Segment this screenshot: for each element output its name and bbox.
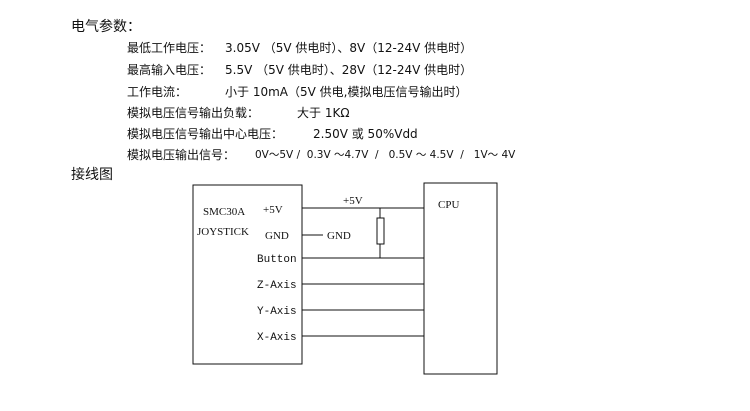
pin-label-y-axis: Y-Axis — [257, 306, 297, 318]
module-name: SMC30A — [203, 206, 245, 218]
params-heading: 电气参数： — [71, 19, 141, 35]
param-label: 最高输入电压： — [127, 63, 212, 77]
pin-label-z-axis: Z-Axis — [257, 280, 297, 292]
param-label: 工作电流： — [127, 85, 188, 99]
joystick-module-box — [192, 184, 303, 365]
pin-label-gnd: GND — [265, 230, 289, 242]
pin-label-5v: +5V — [263, 204, 283, 216]
wiring-heading: 接线图 — [71, 167, 113, 183]
supply-label: +5V — [343, 195, 363, 207]
cpu-box — [423, 182, 498, 375]
pin-label-x-axis: X-Axis — [257, 332, 297, 344]
param-value: 3.05V （5V 供电时）、8V（12-24V 供电时） — [225, 41, 473, 55]
param-value: 大于 1KΩ — [297, 106, 350, 120]
gnd-label: GND — [327, 230, 351, 242]
param-value: 0V～5V / 0.3V ～4.7V / 0.5V ～ 4.5V / 1V～ 4… — [255, 149, 516, 161]
module-sub: JOYSTICK — [197, 226, 249, 238]
param-value: 2.50V 或 50%Vdd — [313, 127, 418, 141]
param-label: 模拟电压输出信号： — [127, 148, 236, 162]
pin-label-button: Button — [257, 254, 297, 266]
param-label: 最低工作电压： — [127, 41, 212, 55]
param-value: 5.5V （5V 供电时）、28V（12-24V 供电时） — [225, 63, 473, 77]
param-label: 模拟电压信号输出中心电压： — [127, 127, 284, 141]
param-value: 小于 10mA（5V 供电,模拟电压信号输出时） — [225, 85, 468, 99]
pullup-resistor — [376, 217, 385, 245]
param-label: 模拟电压信号输出负载： — [127, 106, 260, 120]
cpu-label: CPU — [438, 199, 459, 211]
